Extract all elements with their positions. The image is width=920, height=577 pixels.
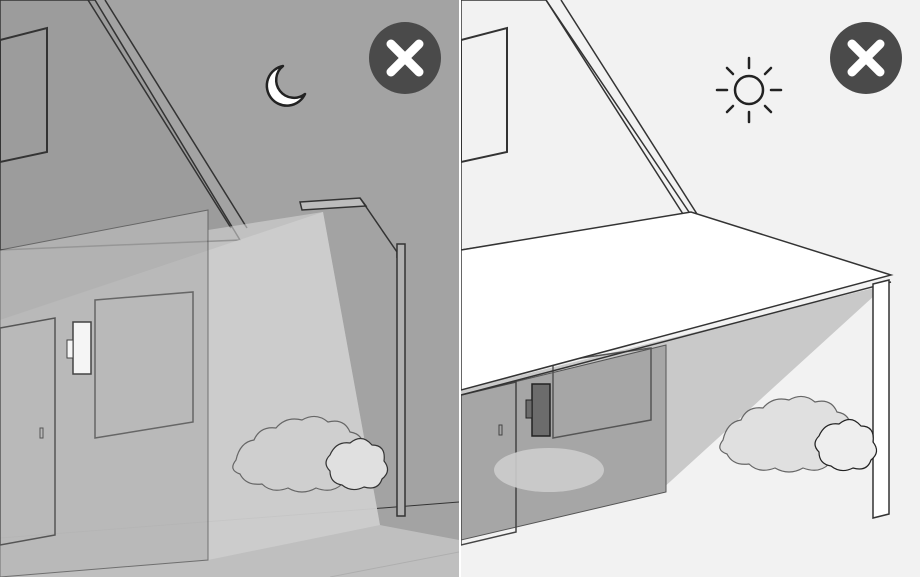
night-lower-wall bbox=[0, 210, 208, 577]
night-wall-lamp-bracket bbox=[67, 340, 73, 358]
day-scene-panel bbox=[461, 0, 920, 577]
close-icon bbox=[830, 22, 902, 94]
close-icon bbox=[369, 22, 441, 94]
night-upper-window bbox=[0, 28, 47, 162]
day-wall-lamp bbox=[532, 384, 550, 436]
day-upper-window bbox=[461, 28, 507, 162]
day-wall-lamp-bracket bbox=[526, 400, 532, 418]
day-wall-lamp-glow bbox=[494, 448, 604, 492]
street-lamp-pole bbox=[397, 244, 405, 516]
night-wall-lamp bbox=[73, 322, 91, 374]
night-scene-panel bbox=[0, 0, 459, 577]
day-canopy-post bbox=[873, 280, 889, 518]
